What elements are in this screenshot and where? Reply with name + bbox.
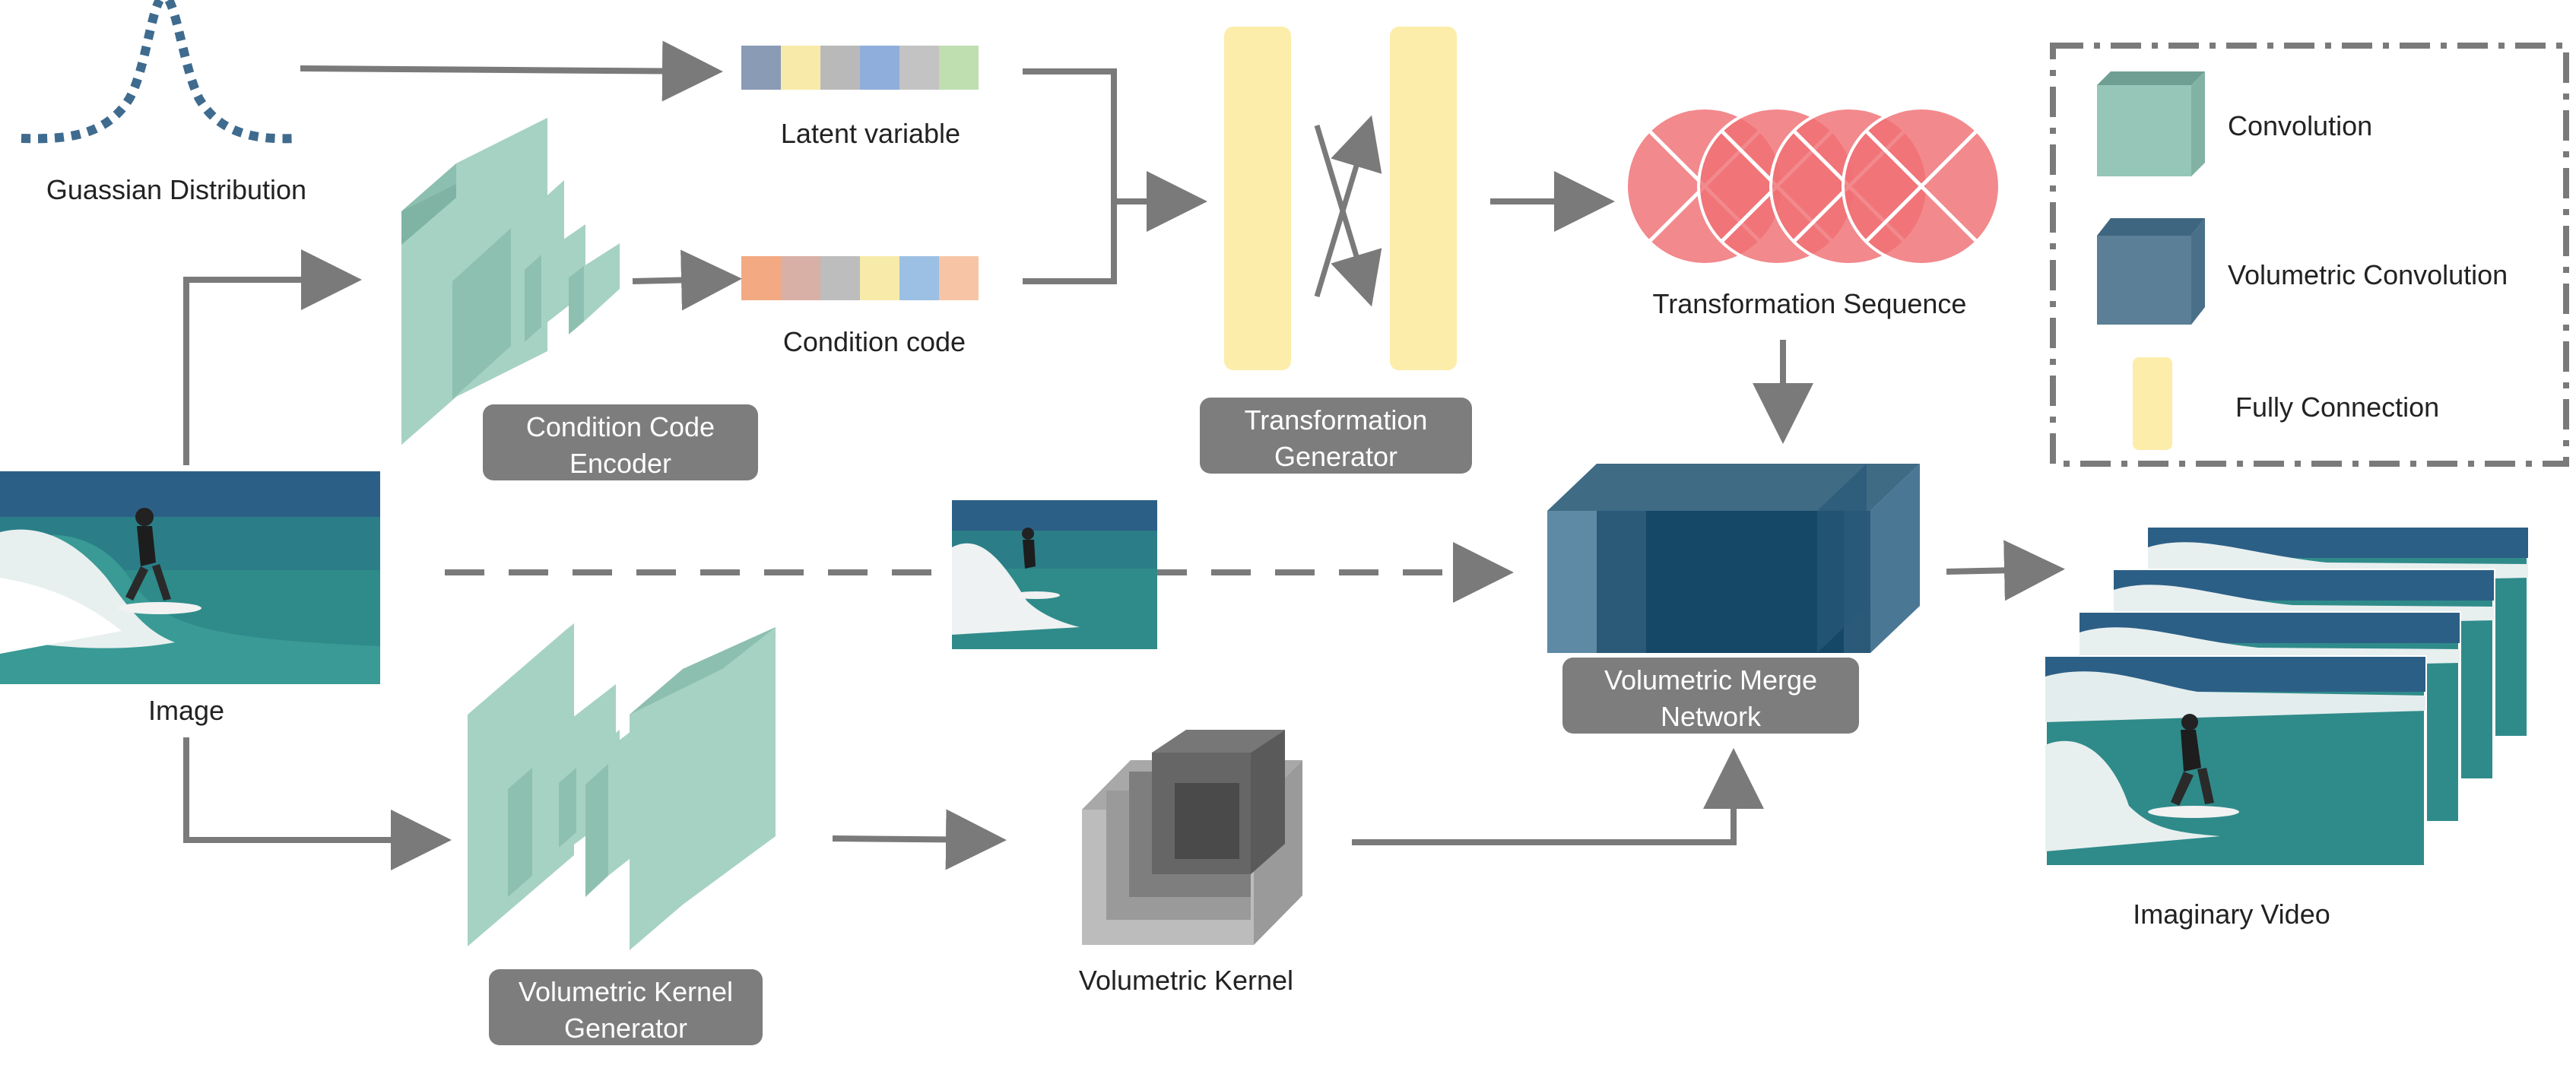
condition-code-label: Condition code bbox=[783, 326, 966, 357]
legend-label-convolution: Convolution bbox=[2228, 110, 2372, 141]
merge-bracket bbox=[1023, 68, 1117, 284]
legend-label-fully-connection: Fully Connection bbox=[2235, 391, 2439, 423]
fc-cross-arrow-down bbox=[1314, 124, 1382, 307]
kernel-generator-box: Volumetric Kernel Generator bbox=[489, 969, 763, 1045]
fc-bar-left bbox=[1224, 27, 1291, 370]
arrow-merge-to-video bbox=[1946, 540, 2065, 601]
imaginary-video-label: Imaginary Video bbox=[2133, 899, 2330, 930]
volumetric-kernel-label: Volumetric Kernel bbox=[1079, 965, 1293, 996]
kernel-generator-conv-stack bbox=[468, 623, 776, 950]
condition-encoder-conv-stack bbox=[401, 118, 620, 445]
svg-text:Generator: Generator bbox=[564, 1013, 687, 1044]
volumetric-merge-cube-icon bbox=[1547, 464, 1920, 653]
latent-vector bbox=[741, 46, 979, 90]
arrow-gaussian-to-latent bbox=[300, 40, 723, 102]
fc-bar-right bbox=[1390, 27, 1457, 370]
fully-connection-bar-icon bbox=[2133, 357, 2172, 450]
gaussian-curve-icon bbox=[21, 0, 297, 144]
svg-text:Transformation: Transformation bbox=[1245, 404, 1428, 436]
arrow-encoder-to-condition-code bbox=[632, 249, 742, 311]
gaussian-label: Guassian Distribution bbox=[46, 174, 306, 205]
transformation-generator-box: Transformation Generator bbox=[1200, 398, 1472, 474]
legend-frame bbox=[2050, 43, 2569, 467]
condition-code-vector bbox=[741, 256, 979, 300]
input-image bbox=[0, 471, 380, 684]
svg-text:Volumetric Kernel: Volumetric Kernel bbox=[519, 976, 733, 1007]
transformation-sequence-label: Transformation Sequence bbox=[1653, 288, 1967, 319]
volumetric-kernel-cube-icon bbox=[1082, 730, 1302, 945]
legend-label-volumetric-convolution: Volumetric Convolution bbox=[2228, 259, 2508, 290]
image-label: Image bbox=[148, 695, 224, 726]
volumetric-merge-box: Volumetric Merge Network bbox=[1562, 658, 1859, 734]
imaginary-video-frames bbox=[2044, 526, 2530, 868]
transformation-sequence-icon bbox=[1625, 106, 2001, 266]
latent-label: Latent variable bbox=[781, 118, 960, 149]
svg-text:Network: Network bbox=[1661, 701, 1762, 732]
arrow-kernel-to-merge bbox=[1352, 748, 1764, 845]
svg-text:Condition Code: Condition Code bbox=[526, 411, 715, 442]
convolution-cube-icon bbox=[2097, 71, 2205, 176]
svg-text:Generator: Generator bbox=[1274, 441, 1397, 472]
small-input-image bbox=[952, 500, 1157, 649]
arrow-image-to-encoder bbox=[183, 249, 362, 465]
svg-text:Volumetric Merge: Volumetric Merge bbox=[1604, 664, 1817, 696]
svg-text:Encoder: Encoder bbox=[569, 448, 671, 479]
arrow-image-to-kernel-generator bbox=[183, 737, 452, 870]
arrow-kernel-generator-to-kernel bbox=[832, 809, 1007, 870]
condition-encoder-box: Condition Code Encoder bbox=[483, 404, 758, 480]
volumetric-convolution-cube-icon bbox=[2097, 218, 2205, 325]
